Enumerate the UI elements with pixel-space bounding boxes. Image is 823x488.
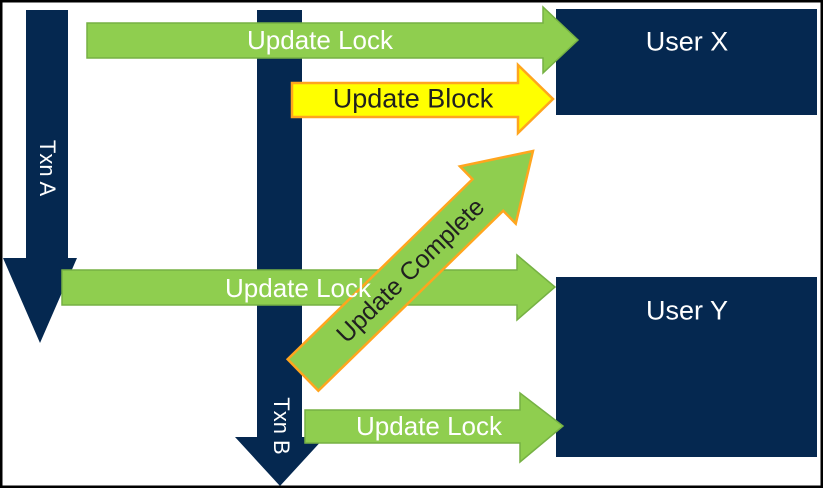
user-y-box — [556, 277, 817, 457]
user-x-box — [556, 9, 817, 115]
update-lock-middle-arrow — [61, 253, 557, 322]
txn-b-down-arrow — [235, 10, 325, 486]
update-lock-top-arrow — [86, 5, 580, 75]
update-complete-arrow — [285, 149, 535, 393]
update-lock-bottom-arrow — [304, 391, 565, 464]
update-block-arrow — [290, 62, 555, 136]
txn-a-down-arrow — [3, 10, 77, 343]
